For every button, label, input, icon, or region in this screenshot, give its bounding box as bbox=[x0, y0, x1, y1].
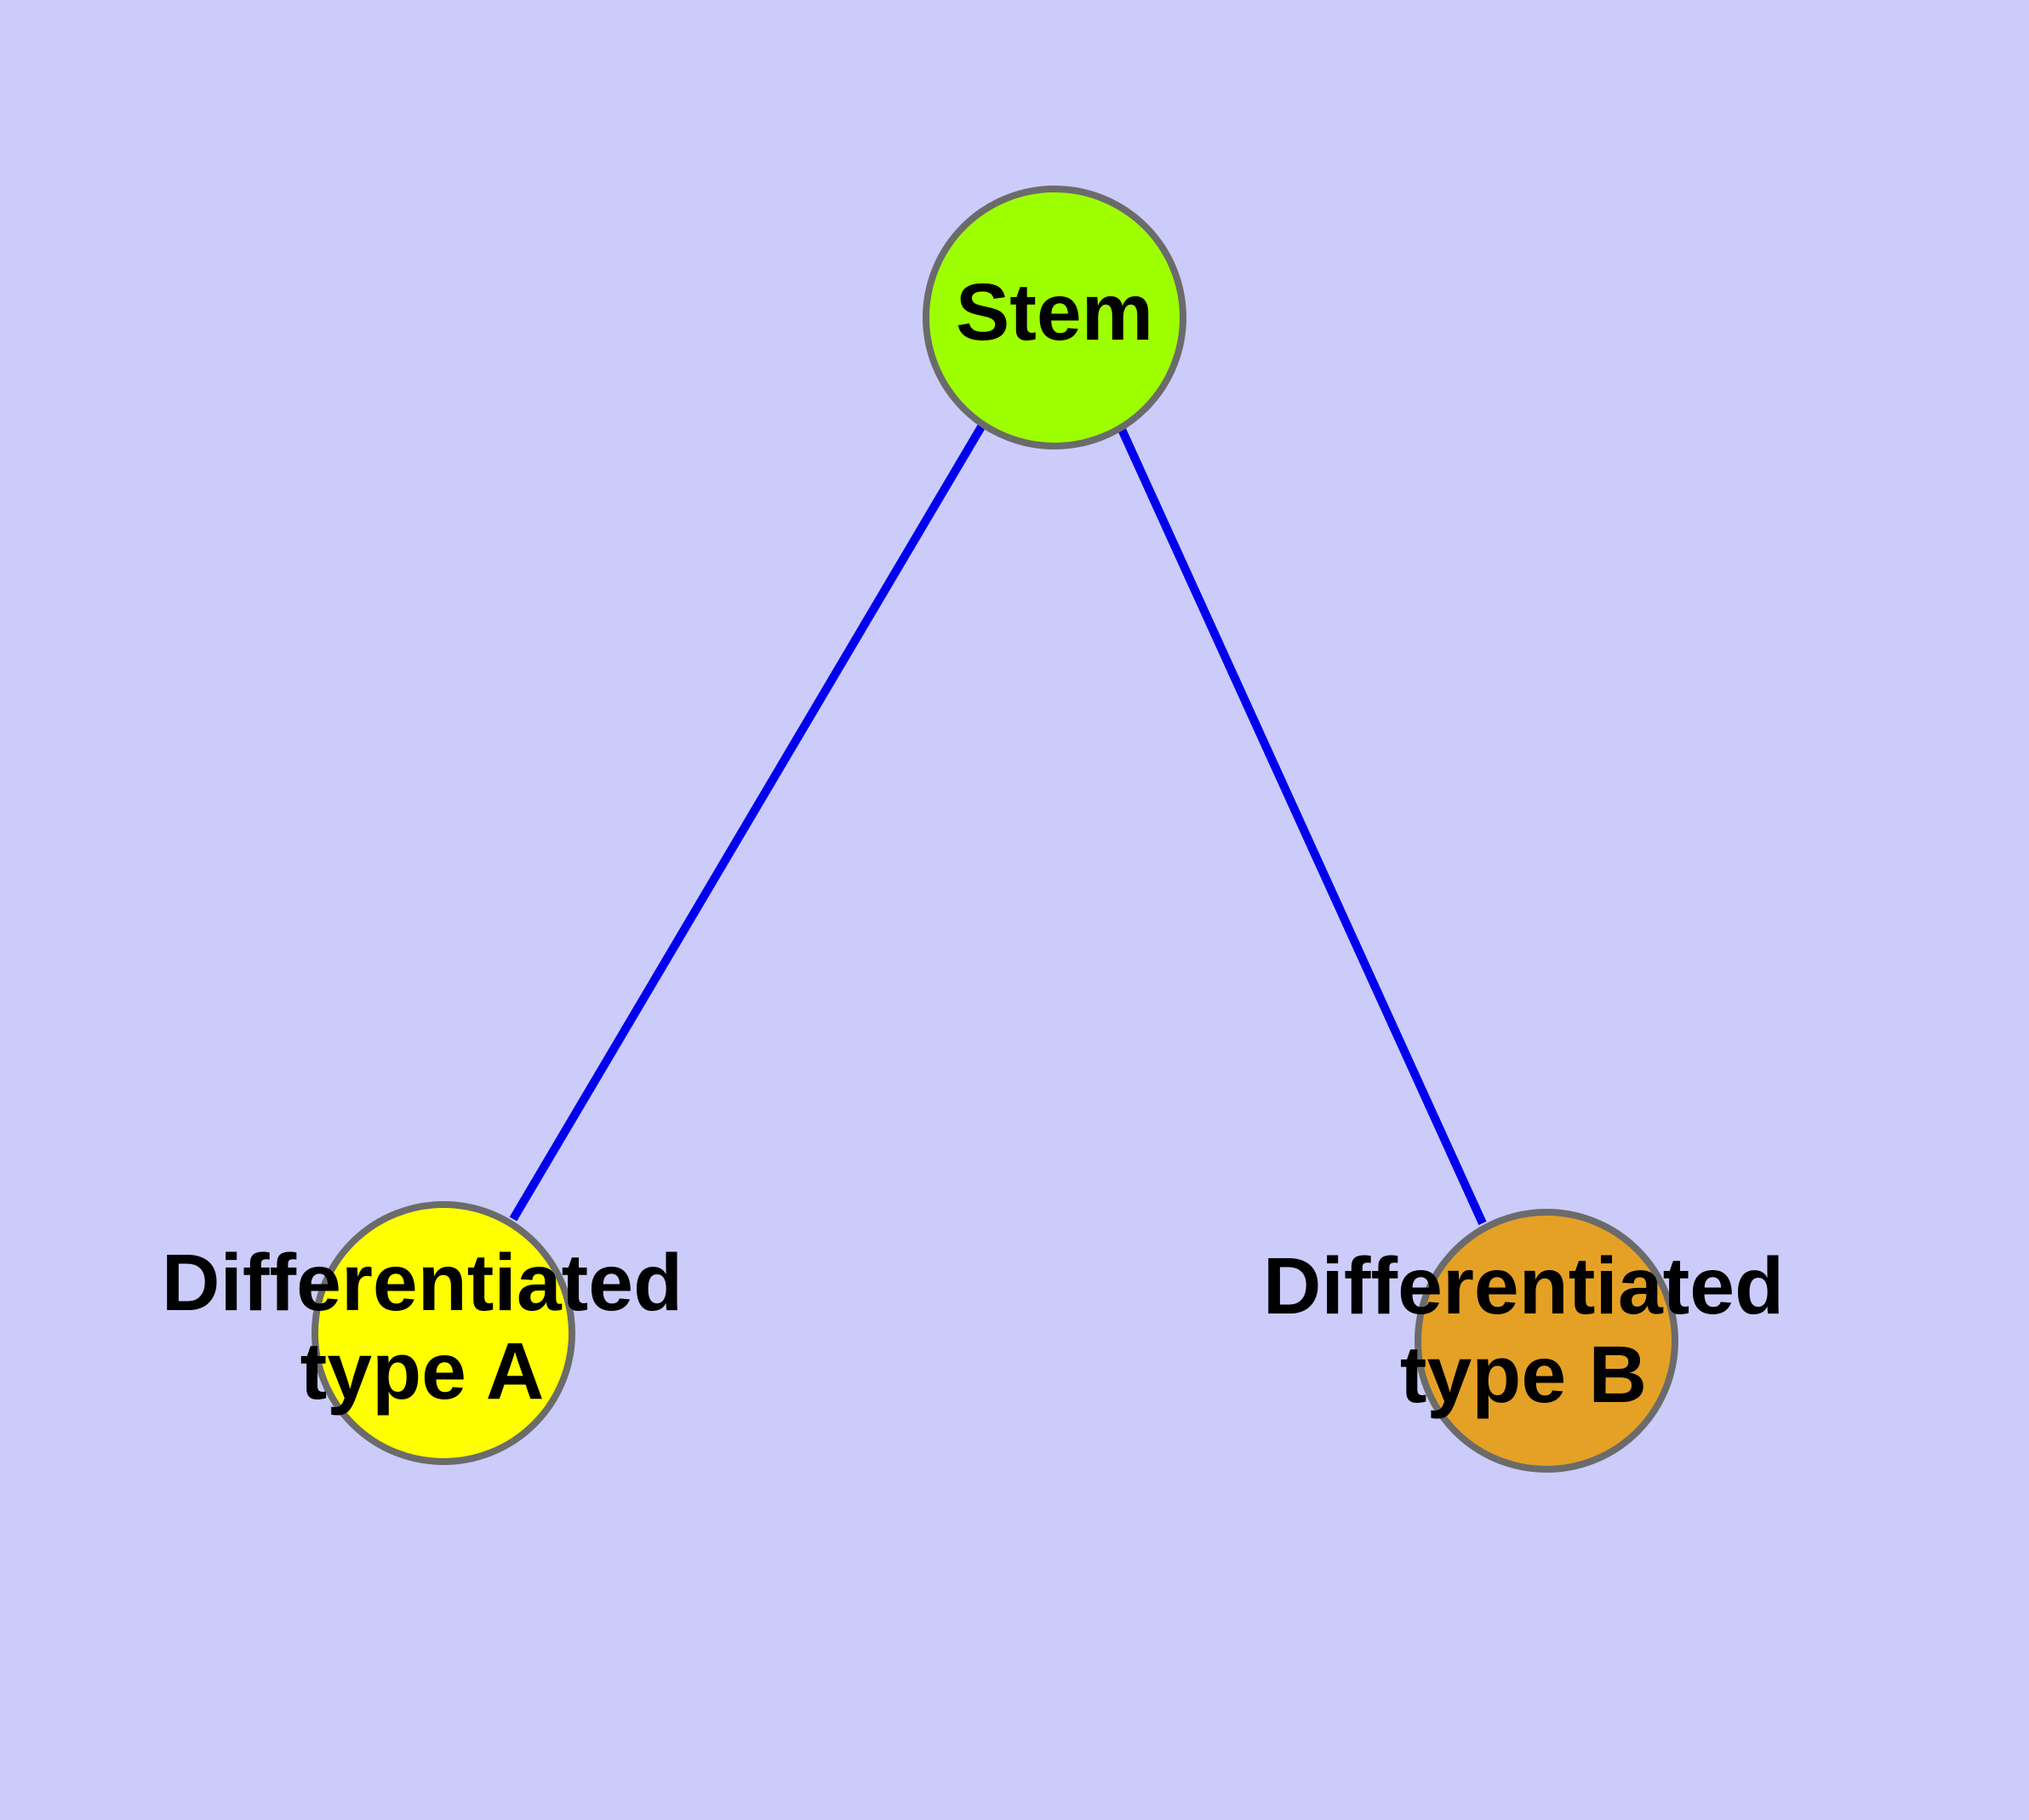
graph-node-diff_b[interactable] bbox=[1415, 1209, 1678, 1473]
nodes-group bbox=[311, 186, 1678, 1473]
graph-edge-stem-to-diff_b[interactable] bbox=[1116, 423, 1487, 1226]
graph-node-label-stem: Stem bbox=[956, 267, 1153, 358]
graph-node-label-line: type B bbox=[1400, 1330, 1647, 1420]
graph-node-label-line: Differentiated bbox=[1263, 1241, 1784, 1331]
graph-node-label-line: Differentiated bbox=[162, 1238, 683, 1328]
graph-node-label-line: Stem bbox=[956, 267, 1153, 358]
graph-node-diff_a[interactable] bbox=[311, 1201, 575, 1465]
edges-group bbox=[509, 421, 1487, 1226]
graph-edge-stem-to-diff_a[interactable] bbox=[509, 421, 987, 1222]
graph-node-stem[interactable] bbox=[923, 186, 1186, 449]
graph-node-label-line: type A bbox=[300, 1326, 545, 1417]
